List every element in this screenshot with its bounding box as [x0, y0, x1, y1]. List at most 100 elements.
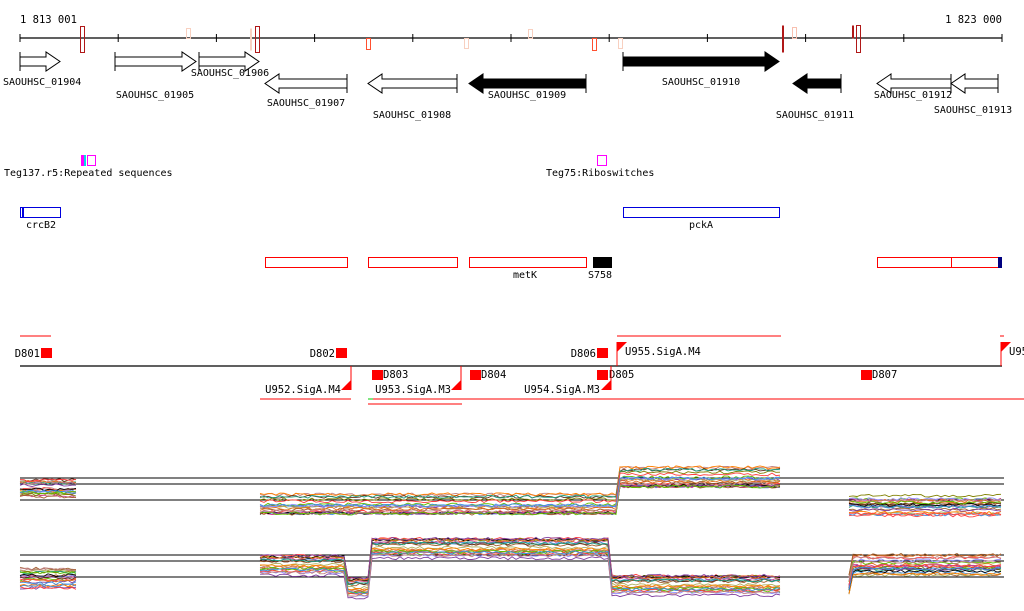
srna-block-S758[interactable] [593, 257, 612, 268]
gene-SAOUHSC_01905[interactable]: SAOUHSC_01905 [114, 51, 197, 101]
promoter-flag[interactable] [617, 342, 627, 352]
ruler-feature-mark[interactable] [856, 25, 861, 53]
gene-arrow[interactable] [264, 73, 348, 94]
expression-trace [19, 489, 77, 494]
gene-SAOUHSC_01906[interactable]: SAOUHSC_01906 [191, 51, 269, 79]
expression-trace [848, 571, 1002, 594]
expression-trace [848, 563, 1002, 585]
expression-trace [848, 493, 1002, 498]
gene-box-crcB2[interactable] [20, 207, 61, 218]
expression-trace [848, 504, 1001, 509]
srna-mark[interactable] [84, 155, 86, 166]
expression-trace [848, 553, 1002, 576]
expression-trace [848, 552, 1002, 576]
gene-SAOUHSC_01907[interactable]: SAOUHSC_01907 [264, 73, 348, 109]
gene-arrow[interactable] [468, 73, 587, 94]
transcript-box[interactable] [265, 257, 348, 268]
promoter-marker[interactable] [372, 370, 383, 380]
gene-arrow[interactable] [622, 51, 780, 72]
promoter-label: D801 [15, 348, 40, 360]
ruler-feature-mark[interactable] [782, 25, 784, 53]
expression-trace [259, 470, 781, 502]
promoter-label: D805 [609, 369, 634, 381]
srna-box[interactable] [87, 155, 96, 166]
promoter-label: D807 [872, 369, 897, 381]
gene-SAOUHSC_01908[interactable]: SAOUHSC_01908 [367, 73, 458, 121]
gene-label: SAOUHSC_01907 [267, 98, 345, 109]
ruler-feature-mark[interactable] [792, 27, 797, 39]
expression-trace [848, 497, 1002, 501]
gene-label: SAOUHSC_01912 [874, 90, 952, 101]
gene-SAOUHSC_01910[interactable]: SAOUHSC_01910 [622, 51, 780, 88]
expression-trace [19, 576, 77, 580]
expression-trace [259, 482, 781, 513]
gene-box-pckA[interactable] [623, 207, 780, 218]
gene-SAOUHSC_01912[interactable]: SAOUHSC_01912 [874, 73, 952, 101]
expression-trace [19, 494, 77, 499]
promoter-label: D802 [310, 348, 335, 360]
srna-label: Teg75:Riboswitches [546, 168, 654, 179]
ruler-feature-mark[interactable] [80, 26, 85, 53]
expression-trace [848, 501, 1002, 506]
expression-trace [19, 578, 77, 582]
expression-profiles [19, 465, 1004, 600]
ruler-feature-mark[interactable] [618, 38, 623, 49]
expression-trace [19, 481, 77, 485]
ruler-feature-mark[interactable] [464, 38, 469, 49]
transcript-box[interactable] [368, 257, 458, 268]
expression-trace [19, 586, 77, 590]
ruler-feature-mark[interactable] [366, 38, 371, 50]
expression-trace [848, 569, 1002, 591]
promoter-marker[interactable] [41, 348, 52, 358]
ruler-feature-mark[interactable] [592, 38, 597, 51]
expression-trace [848, 563, 1002, 587]
promoter-flag[interactable] [1001, 342, 1011, 352]
promoter-marker[interactable] [336, 348, 347, 358]
ruler-feature-mark[interactable] [528, 29, 533, 39]
promoter-marker[interactable] [861, 370, 872, 380]
gene-arrow[interactable] [198, 51, 260, 72]
transcript-label: S758 [588, 270, 612, 281]
ruler-feature-mark[interactable] [255, 26, 260, 53]
promoter-label: U95 [1009, 346, 1024, 358]
expression-trace [19, 487, 77, 491]
srna-box[interactable] [597, 155, 607, 166]
coordinate-ruler: 1 813 001 1 823 000 [19, 14, 1003, 53]
transcript-label: metK [513, 270, 537, 281]
ruler-feature-mark[interactable] [852, 25, 854, 39]
expression-trace [259, 484, 781, 516]
expression-trace [259, 467, 781, 499]
transcript-box[interactable] [951, 257, 999, 268]
srna-mark[interactable] [81, 155, 84, 166]
gene-SAOUHSC_01909[interactable]: SAOUHSC_01909 [468, 73, 587, 101]
gene-SAOUHSC_01904[interactable]: SAOUHSC_01904 [3, 51, 81, 88]
promoter-marker[interactable] [470, 370, 481, 380]
gene-label: SAOUHSC_01913 [934, 105, 1012, 116]
gene-SAOUHSC_01911[interactable]: SAOUHSC_01911 [776, 73, 854, 121]
gene-arrow[interactable] [792, 73, 842, 94]
promoter-marker[interactable] [597, 348, 608, 358]
gene-arrow[interactable] [19, 51, 61, 72]
expression-trace [20, 478, 77, 483]
promoter-flag[interactable] [341, 380, 351, 390]
gene-arrow[interactable] [876, 73, 952, 94]
promoter-flag[interactable] [601, 380, 611, 390]
gene-arrow[interactable] [114, 51, 197, 72]
expression-trace [259, 536, 781, 580]
promoter-label: U955.SigA.M4 [625, 346, 701, 358]
expression-trace [19, 480, 77, 485]
gene-arrow[interactable] [367, 73, 458, 94]
srna-track: Teg137.r5:Repeated sequences Teg75:Ribos… [4, 155, 654, 179]
promoter-marker[interactable] [597, 370, 608, 380]
expression-trace [19, 567, 76, 571]
gene-label: SAOUHSC_01908 [373, 110, 451, 121]
transcript-box[interactable] [469, 257, 587, 268]
promoter-flag[interactable] [451, 380, 461, 390]
expression-trace [259, 472, 781, 504]
transcript-box[interactable] [877, 257, 952, 268]
gene-arrow[interactable] [950, 73, 999, 94]
promoter-label: U952.SigA.M4 [265, 384, 341, 396]
ruler-feature-mark[interactable] [186, 28, 191, 39]
ruler-feature-mark[interactable] [250, 28, 252, 51]
gene-SAOUHSC_01913[interactable]: SAOUHSC_01913 [934, 73, 1012, 116]
